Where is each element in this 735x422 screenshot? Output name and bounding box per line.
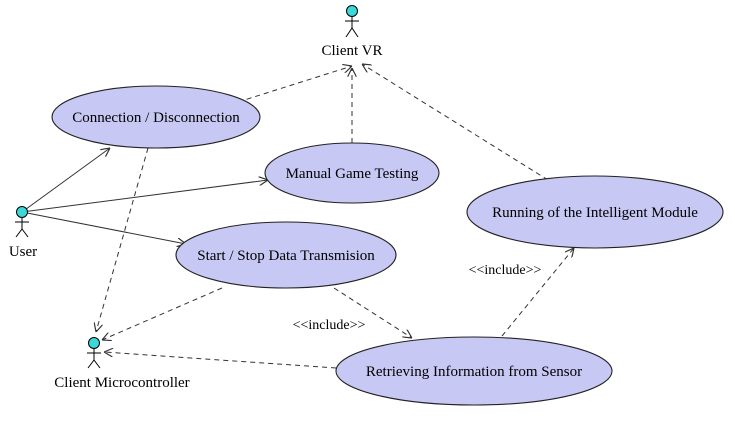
use-case-retrieving-information: Retrieving Information from Sensor (335, 336, 613, 406)
dependency-connection-client-micro (96, 147, 149, 332)
use-case-ellipse (51, 85, 261, 149)
actor-label-client-microcontroller: Client Microcontroller (54, 375, 189, 391)
actor-label-client-vr: Client VR (322, 43, 383, 59)
stick-figure-icon (15, 217, 29, 238)
use-case-ellipse (466, 175, 724, 249)
actor-head-icon (16, 206, 28, 218)
use-case-ellipse (335, 336, 613, 406)
use-case-label-manual-test: Manual Game Testing (286, 166, 419, 182)
include-label-transmission: <<include>> (293, 318, 366, 333)
dependency-intelligent-client-vr (362, 64, 549, 181)
stick-figure-icon (345, 16, 359, 38)
association-user-manual-test (21, 180, 268, 213)
association-user-connection (21, 148, 110, 213)
actor-label-user: User (9, 244, 37, 260)
use-case-label-connection: Connection / Disconnection (72, 110, 240, 126)
dependency-retrieving-client-micro (104, 352, 337, 369)
use-case-intelligent-module: Running of the Intelligent Module (466, 175, 724, 249)
actor-head-icon (346, 5, 358, 17)
include-label-retrieving: <<include>> (469, 263, 542, 278)
use-case-label-data-transmission: Start / Stop Data Transmision (197, 248, 375, 264)
dependency-connection-client-vr (237, 66, 352, 103)
association-user-data-transmission (21, 211, 186, 244)
actor-head-icon (88, 337, 100, 349)
use-case-label-retrieving: Retrieving Information from Sensor (366, 364, 582, 380)
include-retrieving-intelligent (501, 248, 574, 337)
actor-client-microcontroller: Client Microcontroller (54, 337, 190, 391)
dependency-transmission-client-micro (102, 287, 223, 340)
use-case-manual-game-testing: Manual Game Testing (264, 142, 440, 204)
use-case-connection: Connection / Disconnection (51, 85, 261, 149)
include-transmission-retrieving (333, 287, 412, 338)
actor-client-vr: Client VR (322, 5, 383, 59)
use-case-data-transmission: Start / Stop Data Transmision (175, 221, 397, 289)
use-case-label-intelligent-module: Running of the Intelligent Module (492, 205, 698, 221)
use-case-ellipse (175, 221, 397, 289)
stick-figure-icon (87, 348, 101, 369)
actor-user: User (9, 206, 37, 260)
use-case-ellipse (264, 142, 440, 204)
